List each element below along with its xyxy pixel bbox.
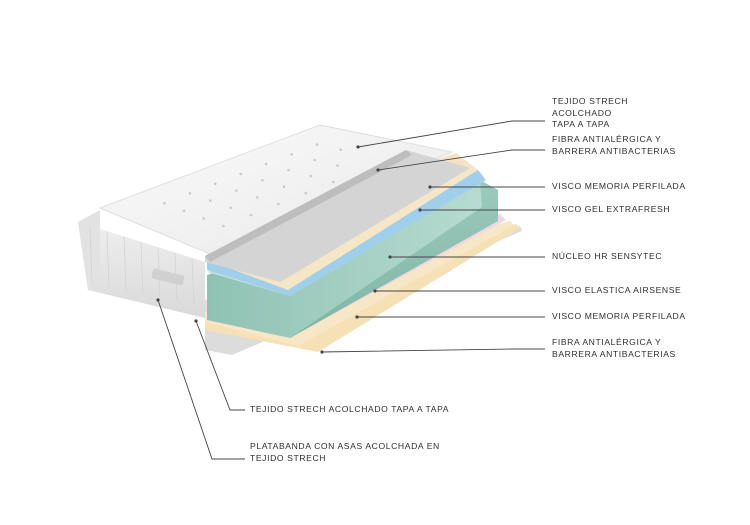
label-line: VISCO ELASTICA AIRSENSE [552, 285, 682, 295]
label-bottom-fabric: TEJIDO STRECH ACOLCHADO TAPA A TAPA [250, 404, 449, 416]
label-line: ACOLCHADO [552, 107, 612, 118]
label-airsense: VISCO ELASTICA AIRSENSE [552, 285, 681, 297]
label-line: FIBRA ANTIALÉRGICA Y [552, 337, 662, 347]
mattress-side-front [78, 222, 205, 318]
side-stitch-line [191, 258, 195, 306]
leader-line-1 [357, 120, 545, 148]
stitch-dot [182, 209, 186, 213]
stitch-dot [208, 199, 212, 202]
leader-line-2 [377, 149, 545, 171]
leader-line-8 [321, 348, 545, 353]
leader-lines [157, 120, 545, 460]
stitch-dot [313, 158, 316, 162]
label-line: BARRERA ANTIBACTERIAS [552, 145, 676, 156]
label-line: TAPA A TAPA [552, 119, 610, 129]
stitch-dot [214, 182, 217, 185]
stitch-dot [235, 189, 238, 192]
stitch-dot [255, 196, 259, 199]
leader-line-10 [157, 299, 245, 460]
quilting-stitches [163, 143, 343, 228]
stitch-dot [222, 224, 225, 228]
label-memory-top: VISCO MEMORIA PERFILADA [552, 181, 686, 193]
stitch-dot [202, 217, 206, 220]
leader-dots [156, 145, 432, 354]
quilted-top [98, 124, 454, 255]
label-line: PLATABANDA CON ASAS ACOLCHADA EN [250, 441, 440, 451]
label-core-hr: NÚCLEO HR SENSYTEC [552, 251, 662, 263]
leader-dot [428, 185, 432, 189]
label-line: VISCO GEL EXTRAFRESH [552, 204, 671, 214]
label-top-fabric: TEJIDO STRECH ACOLCHADO TAPA A TAPA [552, 96, 628, 131]
stitch-dot [282, 185, 286, 188]
side-stitch-line [140, 242, 144, 295]
label-line: NÚCLEO HR SENSYTEC [552, 251, 663, 261]
leader-dot [156, 298, 160, 302]
stitch-dot [188, 192, 192, 195]
stitch-dot [277, 202, 280, 206]
mattress-side-left [78, 210, 100, 290]
stitch-dot [229, 206, 232, 210]
label-memory-bottom: VISCO MEMORIA PERFILADA [552, 311, 686, 323]
leader-dot [355, 315, 359, 319]
stitch-dot [332, 180, 335, 184]
label-line: TEJIDO STRECH [552, 96, 629, 106]
side-stitch-line [123, 236, 127, 292]
side-handle [151, 268, 185, 286]
label-fiber-bottom: FIBRA ANTIALÉRGICA Y BARRERA ANTIBACTERI… [552, 337, 676, 360]
side-stitch-line [89, 225, 93, 285]
label-line: BARRERA ANTIBACTERIAS [552, 348, 676, 359]
stitch-dot [309, 174, 313, 178]
stitch-dot [261, 179, 264, 182]
stitch-dot [339, 148, 343, 152]
leader-dot [418, 208, 422, 212]
label-line: VISCO MEMORIA PERFILADA [552, 311, 686, 321]
label-line: TEJIDO STRECH ACOLCHADO TAPA A TAPA [250, 404, 450, 414]
stitch-dot [264, 162, 268, 166]
stitch-dot [239, 172, 242, 176]
label-fiber-top: FIBRA ANTIALÉRGICA Y BARRERA ANTIBACTERI… [552, 134, 676, 157]
stitch-dot [287, 168, 290, 172]
label-line: FIBRA ANTIALÉRGICA Y [552, 134, 662, 144]
leader-dot [373, 289, 377, 293]
label-line: TEJIDO STRECH [250, 452, 327, 463]
leader-dot [356, 145, 360, 149]
side-stitch-line [106, 231, 110, 288]
leader-dot [320, 350, 324, 354]
grey-cover-edge [205, 150, 412, 262]
grey-cover [205, 150, 470, 282]
leader-dot [376, 168, 380, 172]
stitch-dot [290, 153, 293, 156]
stitch-dot [163, 201, 166, 205]
stitch-dot [315, 143, 319, 146]
stitch-dot [336, 164, 339, 167]
leader-line-9 [195, 320, 245, 411]
leader-dot [388, 255, 392, 259]
leader-dot [194, 319, 198, 323]
stitch-dot [304, 191, 308, 195]
side-fabric-pattern [89, 225, 195, 306]
label-side-band: PLATABANDA CON ASAS ACOLCHADA EN TEJIDO … [250, 441, 440, 464]
label-line: VISCO MEMORIA PERFILADA [552, 181, 686, 191]
label-visco-gel: VISCO GEL EXTRAFRESH [552, 204, 670, 216]
stitch-dot [249, 213, 253, 217]
